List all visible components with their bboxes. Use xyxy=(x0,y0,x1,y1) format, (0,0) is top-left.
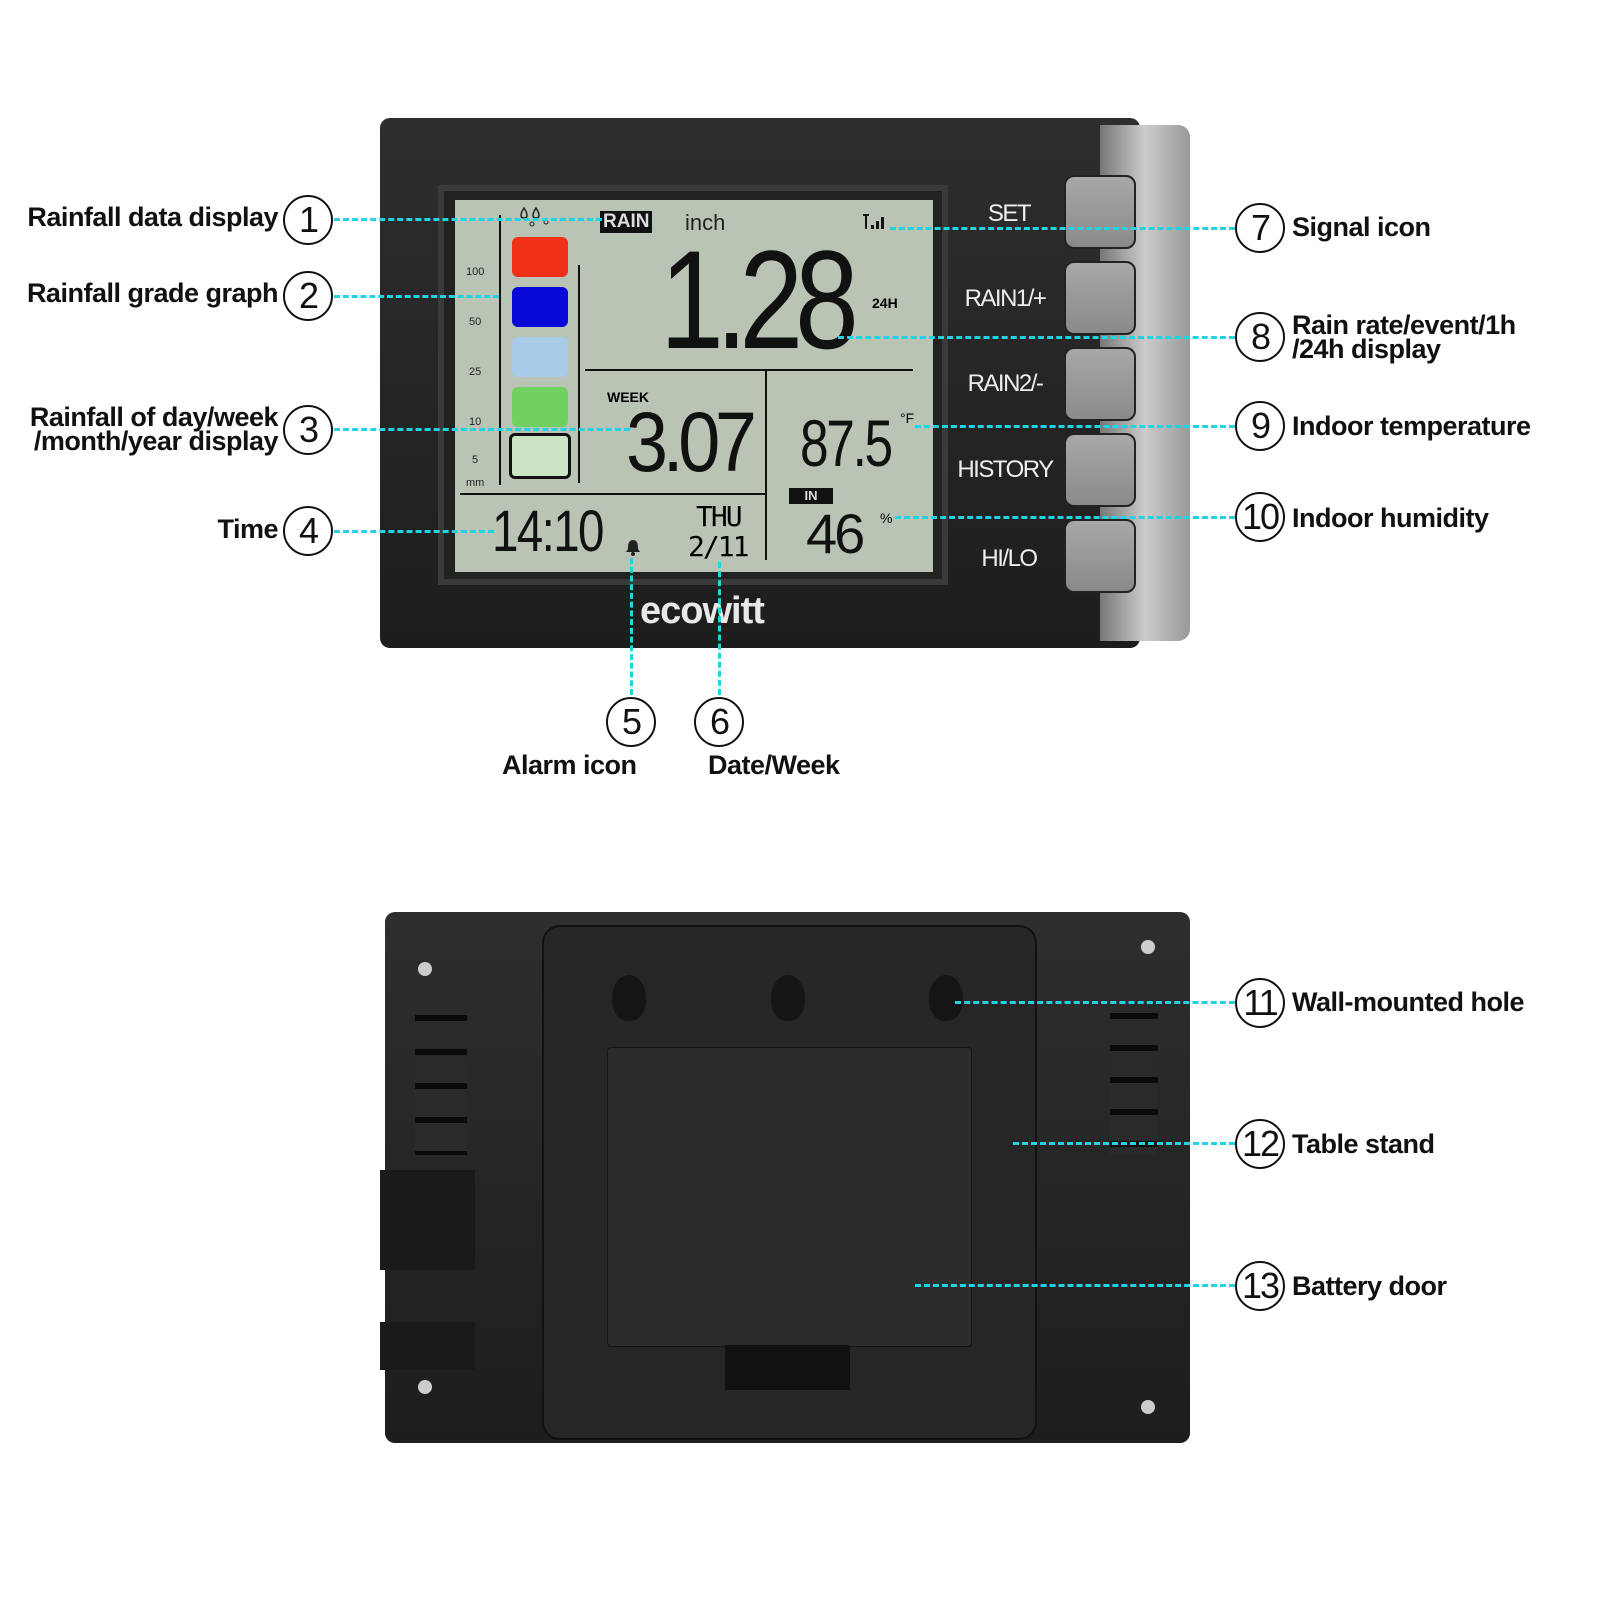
grade-bar-heavy xyxy=(512,237,568,277)
leader-line xyxy=(334,218,602,221)
leader-line xyxy=(915,425,1235,428)
humidity-unit: % xyxy=(880,510,893,526)
clock-time: 14:10 xyxy=(492,499,604,564)
leader-line xyxy=(895,516,1235,519)
vent-right xyxy=(1110,1005,1158,1155)
screw-icon xyxy=(418,962,432,976)
callout-number: 11 xyxy=(1235,978,1285,1028)
side-clip xyxy=(380,1170,475,1270)
stand-foot xyxy=(725,1345,850,1390)
callout-number: 12 xyxy=(1235,1119,1285,1169)
temp-unit: °F xyxy=(900,410,915,426)
callout-number: 3 xyxy=(283,405,333,455)
callout-number: 1 xyxy=(283,195,333,245)
callout-number: 2 xyxy=(283,271,333,321)
tick: 10 xyxy=(469,416,482,428)
wall-hole xyxy=(929,975,963,1021)
tick: 100 xyxy=(466,266,485,278)
set-button[interactable] xyxy=(1064,175,1136,249)
weekday: THU xyxy=(696,500,743,533)
leader-line xyxy=(955,1001,1235,1004)
callout-label: Alarm icon xyxy=(502,750,637,780)
vent-left xyxy=(415,1005,467,1155)
callout-label: Indoor temperature xyxy=(1292,411,1531,441)
divider-h2 xyxy=(460,493,766,495)
period-label: 24H xyxy=(872,295,898,311)
callout-label: Table stand xyxy=(1292,1129,1435,1159)
graph-divider xyxy=(578,265,580,483)
callout-number: 6 xyxy=(694,697,744,747)
callout-label: Signal icon xyxy=(1292,212,1431,242)
hilo-button[interactable] xyxy=(1064,519,1136,593)
callout-label: Rainfall of day/week /month/year display xyxy=(29,402,279,456)
wall-hole xyxy=(612,975,646,1021)
callout-label: Rain rate/event/1h /24h display xyxy=(1292,310,1516,364)
callout-number: 13 xyxy=(1235,1261,1285,1311)
rain1-button[interactable] xyxy=(1064,261,1136,335)
grade-bar-light xyxy=(509,433,571,479)
screw-icon xyxy=(418,1380,432,1394)
indoor-badge: IN xyxy=(789,488,833,504)
leader-line xyxy=(334,428,630,431)
callout-label: Date/Week xyxy=(708,750,840,780)
leader-line xyxy=(1013,1142,1235,1145)
indoor-humidity: 46 xyxy=(806,502,865,565)
grade-bar-medium xyxy=(512,337,568,377)
signal-icon xyxy=(862,214,886,230)
week-label: WEEK xyxy=(607,389,649,405)
indoor-temperature: 87.5 xyxy=(800,406,893,480)
callout-label: Battery door xyxy=(1292,1271,1447,1301)
tick: 5 xyxy=(472,454,479,466)
callout-number: 9 xyxy=(1235,401,1285,451)
divider-v xyxy=(765,370,767,560)
scale-axis xyxy=(499,215,501,485)
grade-bar-low xyxy=(512,387,568,427)
callout-label: Rainfall grade graph xyxy=(26,278,279,308)
callout-number: 5 xyxy=(606,697,656,747)
leader-line xyxy=(630,558,633,695)
callout-label: Wall-mounted hole xyxy=(1292,987,1524,1017)
callout-number: 10 xyxy=(1235,492,1285,542)
callout-number: 7 xyxy=(1235,203,1285,253)
wall-hole xyxy=(771,975,805,1021)
rain-badge: RAIN xyxy=(600,211,653,233)
unit-label: inch xyxy=(685,210,726,235)
set-button-label: SET xyxy=(987,200,1032,227)
callout-label: Rainfall data display xyxy=(27,202,278,232)
screw-icon xyxy=(1141,1400,1155,1414)
leader-line xyxy=(915,1284,1235,1287)
rain2-button[interactable] xyxy=(1064,347,1136,421)
screw-icon xyxy=(1141,940,1155,954)
tick: 50 xyxy=(469,316,482,328)
rain-main-value: 1.28 xyxy=(660,221,859,378)
rain-drops-icon xyxy=(518,206,554,228)
callout-label: Time xyxy=(217,514,278,544)
history-button[interactable] xyxy=(1064,433,1136,507)
history-button-label: HISTORY xyxy=(957,456,1054,483)
leader-line xyxy=(334,295,499,298)
callout-number: 8 xyxy=(1235,312,1285,362)
brand-logo: ecowitt xyxy=(640,590,765,632)
leader-line xyxy=(718,562,721,695)
rain1-button-label: RAIN1/+ xyxy=(964,285,1047,312)
leader-line xyxy=(838,336,1235,339)
tick: mm xyxy=(466,477,485,489)
date: 2/11 xyxy=(688,530,749,563)
grade-bar-high xyxy=(512,287,568,327)
leader-line xyxy=(334,530,494,533)
rain2-button-label: RAIN2/- xyxy=(967,370,1044,397)
battery-door xyxy=(607,1047,972,1347)
rain-week-value: 3.07 xyxy=(626,395,757,489)
divider-h1 xyxy=(585,369,913,371)
callout-number: 4 xyxy=(283,506,333,556)
callout-label: Indoor humidity xyxy=(1292,503,1489,533)
leader-line xyxy=(890,227,1235,230)
hilo-button-label: HI/LO xyxy=(981,545,1038,572)
tick: 25 xyxy=(469,366,482,378)
alarm-icon xyxy=(624,538,642,556)
side-clip xyxy=(380,1322,475,1370)
